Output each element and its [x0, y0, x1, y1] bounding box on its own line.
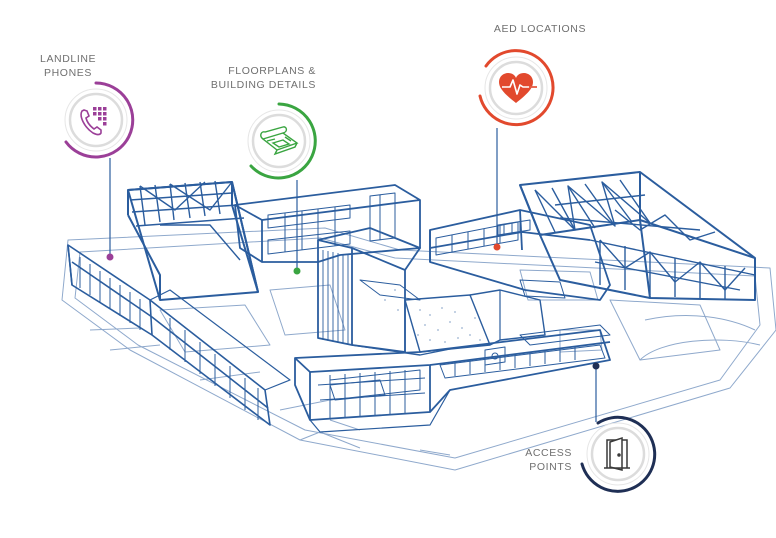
leader-lines	[109, 128, 597, 422]
aed-label: AED LOCATIONS	[480, 22, 600, 36]
location-dots	[106, 243, 600, 370]
floorplans-label-line-1: FLOORPLANS &	[228, 65, 316, 77]
landline-label-line-1: LANDLINE	[40, 53, 97, 65]
center-block	[234, 184, 421, 263]
gym-frame	[127, 180, 259, 301]
door-icon	[604, 436, 630, 471]
courtyard	[384, 289, 491, 353]
floorplans-label: FLOORPLANS & BUILDING DETAILS	[200, 64, 316, 92]
building-blueprint	[61, 171, 776, 471]
landline-badge[interactable]	[64, 81, 135, 159]
atrium	[317, 227, 456, 356]
aed-label-line-1: AED LOCATIONS	[493, 23, 587, 35]
floorplans-label-line-2: BUILDING DETAILS	[210, 79, 316, 91]
aed-badge[interactable]	[478, 49, 555, 127]
landline-label-line-2: PHONES	[44, 67, 92, 79]
floorplan-roll-icon	[260, 126, 299, 156]
front-block	[294, 324, 611, 433]
floor-plan-base	[61, 227, 776, 471]
aed-location-dot[interactable]	[493, 243, 501, 251]
access-location-dot[interactable]	[592, 362, 600, 370]
landline-label: LANDLINE PHONES	[40, 52, 96, 80]
right-block	[429, 209, 611, 346]
landline-location-dot[interactable]	[106, 253, 114, 261]
access-badge[interactable]	[580, 415, 657, 493]
access-label-line-1: ACCESS	[525, 447, 572, 459]
access-label-line-2: POINTS	[529, 461, 572, 473]
truss-roof	[519, 171, 756, 301]
access-label: ACCESS POINTS	[510, 446, 572, 474]
phone-keypad-icon	[80, 107, 107, 136]
heart-pulse-icon	[499, 73, 537, 103]
floorplans-badge[interactable]	[247, 102, 317, 180]
left-wing	[67, 244, 291, 426]
floorplans-location-dot[interactable]	[293, 267, 301, 275]
